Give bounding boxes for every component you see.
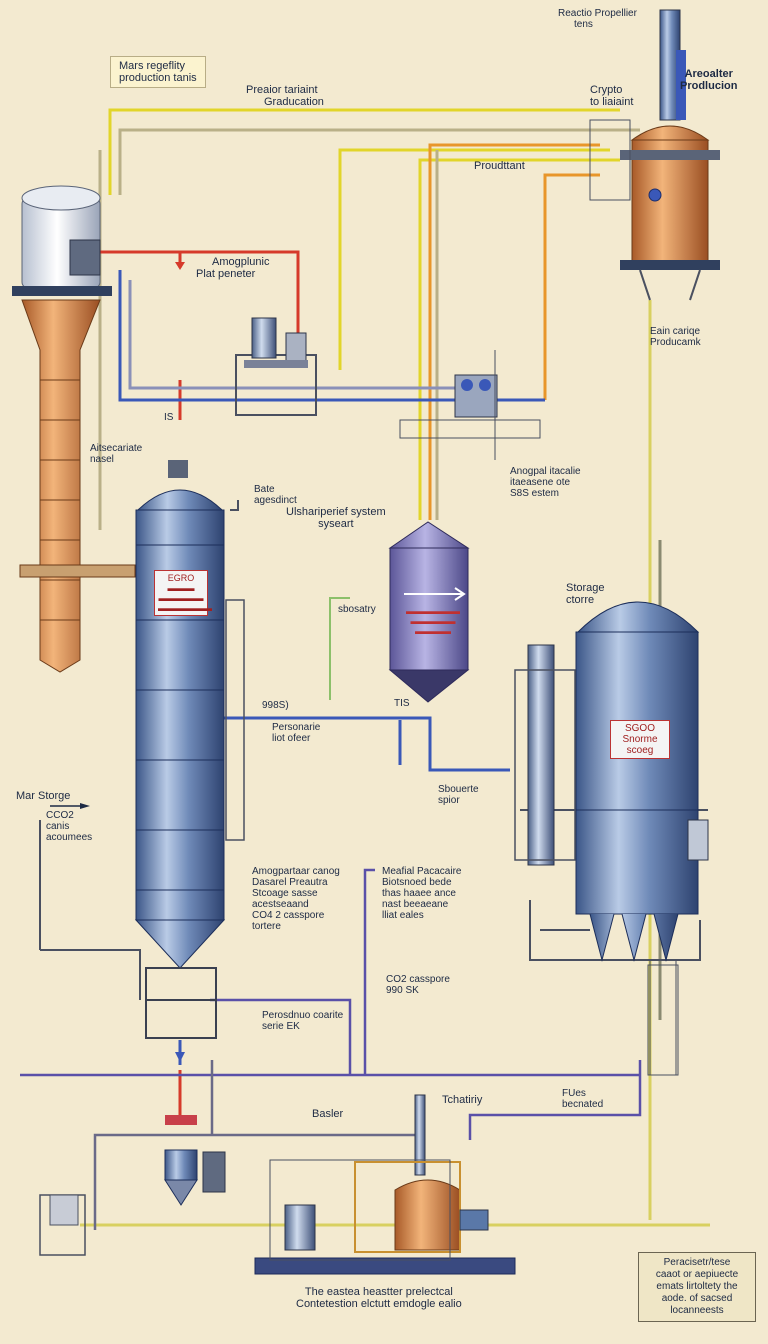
left-tank-tag: EGRO▬▬▬ ▬▬▬▬▬▬▬▬▬▬▬ xyxy=(154,570,212,616)
label-basler: Basler xyxy=(312,1108,344,1120)
pipes-purple xyxy=(20,868,642,1230)
left-storage-tank xyxy=(134,460,245,1039)
stair-ladder xyxy=(649,960,677,1075)
label-998: 998S) xyxy=(262,700,289,711)
red-down-arrow xyxy=(175,262,185,270)
middle-tank-tag: ▬▬▬▬▬▬▬▬▬▬▬▬▬▬▬ xyxy=(406,606,460,636)
small-valve-unit xyxy=(399,350,541,460)
label-sbosatry: sbosatry xyxy=(338,604,376,615)
label-tis: TIS xyxy=(394,698,410,709)
reactor-vessel xyxy=(589,9,720,301)
blue-down-arrow xyxy=(175,1052,185,1062)
label-producttant: Proudttant xyxy=(474,160,525,172)
pipes-orange xyxy=(428,143,600,520)
bottom-left-mixer xyxy=(39,1115,226,1256)
label-reactio-propellier: Reactio Propellier tens xyxy=(558,8,637,30)
label-tchamrity: Tchatiriy xyxy=(442,1094,483,1106)
bottom-boiler-plant xyxy=(254,1094,516,1275)
pipes-green xyxy=(329,597,350,700)
plant-pump-unit xyxy=(235,317,317,416)
middle-reservoir-tank xyxy=(388,521,470,703)
right-storage-tank xyxy=(514,601,709,1076)
left-column-tower xyxy=(12,185,136,673)
label-mar-storage: Mar Storge xyxy=(16,790,71,802)
label-is: IS xyxy=(164,412,174,423)
flow-arrow xyxy=(80,803,90,809)
